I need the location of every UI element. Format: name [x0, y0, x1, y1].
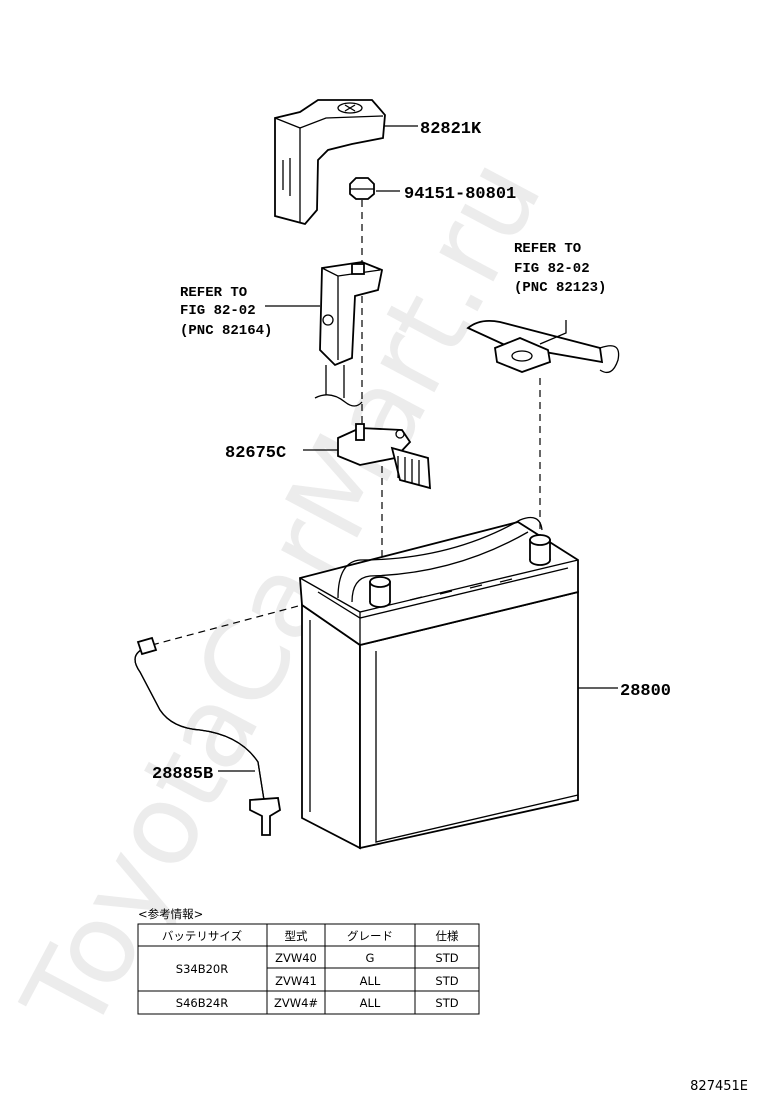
reference-table — [137, 923, 480, 1015]
table-cell-model: ZVW4# — [274, 996, 318, 1010]
figure-number: 827451E — [690, 1079, 748, 1094]
refer-right-line-1[interactable]: REFER TO — [514, 241, 581, 257]
table-cell-grade: ALL — [360, 974, 381, 988]
table-cell-spec: STD — [435, 996, 458, 1010]
table-cell-model: ZVW40 — [275, 951, 317, 965]
refer-right-line-2[interactable]: FIG 82-02 — [514, 261, 590, 277]
negative-terminal-drawing — [314, 261, 384, 407]
nut-drawing — [349, 177, 375, 200]
table-header-spec: 仕様 — [436, 929, 459, 943]
table-cell-grade: G — [366, 951, 375, 965]
table-cell-size: S46B24R — [176, 996, 228, 1010]
terminal-cover-drawing — [274, 99, 386, 226]
table-cell-size: S34B20R — [176, 962, 228, 976]
table-cell-model: ZVW41 — [275, 974, 317, 988]
part-number-28885B[interactable]: 28885B — [152, 765, 213, 784]
table-caption: <参考情報> — [138, 907, 203, 921]
table-header-size: バッテリサイズ — [162, 929, 242, 943]
refer-left-line-3[interactable]: (PNC 82164) — [180, 323, 272, 339]
table-cell-spec: STD — [435, 951, 458, 965]
part-number-94151-80801[interactable]: 94151-80801 — [404, 185, 516, 204]
table-header-grade: グレード — [347, 929, 393, 943]
part-number-82675C[interactable]: 82675C — [225, 444, 286, 463]
vent-hose-drawing — [134, 636, 281, 836]
table-cell-spec: STD — [435, 974, 458, 988]
refer-right-line-3[interactable]: (PNC 82123) — [514, 280, 606, 296]
refer-left-line-1[interactable]: REFER TO — [180, 285, 247, 301]
part-number-82821K[interactable]: 82821K — [420, 120, 482, 139]
table-header-model: 型式 — [285, 929, 308, 943]
part-number-28800[interactable]: 28800 — [620, 682, 671, 701]
battery-drawing — [299, 516, 579, 850]
positive-terminal-drawing — [466, 319, 620, 374]
table-cell-grade: ALL — [360, 996, 381, 1010]
refer-left-line-2[interactable]: FIG 82-02 — [180, 303, 256, 319]
fuse-block-drawing — [337, 423, 431, 490]
